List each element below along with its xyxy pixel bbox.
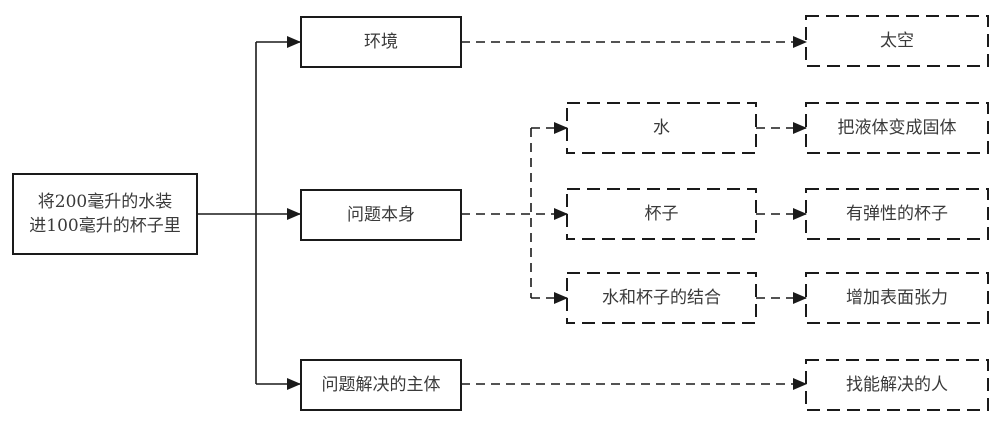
dashed-border-tension — [805, 272, 989, 324]
dashed-border-space — [805, 15, 989, 67]
node-water-cup-combination-label: 水和杯子的结合 — [602, 288, 721, 308]
node-problem-itself: 问题本身 — [300, 189, 462, 241]
dashed-border-cup — [566, 188, 757, 240]
dashed-border-combination — [566, 272, 757, 324]
outcome-surface-tension-label: 增加表面张力 — [846, 288, 948, 308]
root-line-2: 进100毫升的杯子里 — [29, 216, 181, 236]
dashed-border-solid — [805, 102, 989, 154]
outcome-elastic-cup: 有弹性的杯子 — [808, 191, 986, 237]
outcome-liquid-to-solid: 把液体变成固体 — [808, 105, 986, 151]
outcome-find-solver: 找能解决的人 — [808, 362, 986, 408]
root-line-1: 将200毫升的水装 — [37, 192, 173, 212]
node-environment: 环境 — [300, 16, 462, 68]
node-water: 水 — [569, 105, 754, 151]
outcome-liquid-to-solid-label: 把液体变成固体 — [837, 118, 957, 138]
outcome-space-label: 太空 — [880, 31, 914, 51]
node-environment-label: 环境 — [364, 32, 398, 52]
node-cup: 杯子 — [569, 191, 754, 237]
dashed-border-water — [566, 102, 757, 154]
node-problem-itself-label: 问题本身 — [347, 205, 415, 225]
outcome-find-solver-label: 找能解决的人 — [846, 375, 948, 395]
outcome-elastic-cup-label: 有弹性的杯子 — [846, 204, 948, 224]
node-water-cup-combination: 水和杯子的结合 — [569, 275, 754, 321]
dashed-border-elastic — [805, 188, 989, 240]
node-water-label: 水 — [653, 118, 670, 138]
outcome-space: 太空 — [808, 18, 986, 64]
node-problem-solver-label: 问题解决的主体 — [321, 375, 441, 395]
outcome-surface-tension: 增加表面张力 — [808, 275, 986, 321]
node-problem-solver: 问题解决的主体 — [300, 359, 462, 411]
node-cup-label: 杯子 — [644, 204, 679, 224]
dashed-border-person — [805, 359, 989, 411]
root-node: 将200毫升的水装 进100毫升的杯子里 — [12, 173, 198, 255]
